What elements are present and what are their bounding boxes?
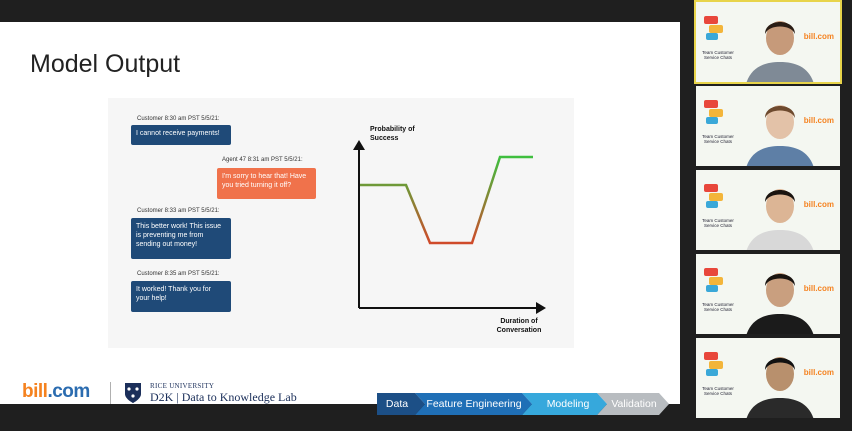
y-axis-label: Probability of Success bbox=[370, 126, 415, 142]
bill-com-brand: bill.com bbox=[803, 368, 834, 377]
participant-avatar bbox=[746, 105, 814, 166]
bill-com-brand: bill.com bbox=[803, 116, 834, 125]
team-label: Team Customer Service Chats bbox=[702, 218, 734, 228]
chat-bubble-customer: This better work! This issue is preventi… bbox=[131, 218, 231, 259]
pipeline-stage-data: Data bbox=[385, 398, 409, 410]
chat-meta: Customer 8:30 am PST 5/5/21: bbox=[137, 116, 220, 122]
chat-bubbles-icon bbox=[704, 184, 723, 208]
x-axis-arrow bbox=[536, 302, 546, 314]
rice-university-text: RICE UNIVERSITY bbox=[150, 382, 215, 390]
chat-meta: Customer 8:33 am PST 5/5/21: bbox=[137, 208, 220, 214]
chat-bubbles-icon bbox=[704, 268, 723, 292]
slide-title: Model Output bbox=[30, 50, 181, 78]
logo-divider bbox=[110, 382, 111, 404]
chat-bubble-agent: I'm sorry to hear that! Have you tried t… bbox=[217, 168, 316, 199]
y-axis-arrow bbox=[353, 140, 365, 150]
success-curve bbox=[360, 155, 533, 245]
participant-video-tile[interactable]: Team Customer Service Chats bill.com bbox=[696, 170, 840, 250]
participant-avatar bbox=[746, 21, 814, 82]
team-label: Team Customer Service Chats bbox=[702, 134, 734, 144]
chat-meta: Customer 8:35 am PST 5/5/21: bbox=[137, 271, 220, 277]
participant-avatar bbox=[746, 189, 814, 250]
team-label: Team Customer Service Chats bbox=[702, 302, 734, 312]
shared-slide: Model Output Customer 8:30 am PST 5/5/21… bbox=[0, 22, 680, 415]
d2k-lab-text: D2K | Data to Knowledge Lab bbox=[150, 390, 297, 404]
pipeline-stage-validation: Validation bbox=[611, 398, 657, 410]
chat-meta: Agent 47 8:31 am PST 5/5/21: bbox=[222, 157, 303, 163]
participant-video-tile[interactable]: Team Customer Service Chats bill.com bbox=[696, 338, 840, 418]
chat-bubbles-icon bbox=[704, 16, 723, 40]
bill-com-brand: bill.com bbox=[803, 200, 834, 209]
chat-bubble-customer: It worked! Thank you for your help! bbox=[131, 281, 231, 312]
pipeline-stage-modeling: Modeling bbox=[546, 398, 590, 410]
bill-com-logo: bill.com bbox=[22, 381, 90, 402]
team-label: Team Customer Service Chats bbox=[702, 386, 734, 396]
participant-video-tile[interactable]: Team Customer Service Chats bill.com bbox=[696, 254, 840, 334]
chat-bubbles-icon bbox=[704, 352, 723, 376]
x-axis-label: Duration of Conversation bbox=[496, 318, 542, 334]
pipeline-arrows bbox=[377, 393, 669, 415]
chat-bubble-customer: I cannot receive payments! bbox=[131, 125, 231, 145]
bill-com-brand: bill.com bbox=[803, 284, 834, 293]
success-probability-chart bbox=[353, 140, 546, 314]
participant-video-tile[interactable]: Team Customer Service Chats bill.com bbox=[694, 0, 842, 84]
team-label: Team Customer Service Chats bbox=[702, 50, 734, 60]
project-pipeline: Data Feature Engineering Modeling Valida… bbox=[377, 393, 669, 415]
rice-shield-icon bbox=[125, 383, 141, 403]
chat-bubbles-icon bbox=[704, 100, 723, 124]
participant-avatar bbox=[746, 357, 814, 418]
participant-avatar bbox=[746, 273, 814, 334]
bill-com-brand: bill.com bbox=[803, 32, 834, 41]
pipeline-stage-feature-engineering: Feature Engineering bbox=[426, 398, 522, 410]
participant-video-tile[interactable]: Team Customer Service Chats bill.com bbox=[696, 86, 840, 166]
